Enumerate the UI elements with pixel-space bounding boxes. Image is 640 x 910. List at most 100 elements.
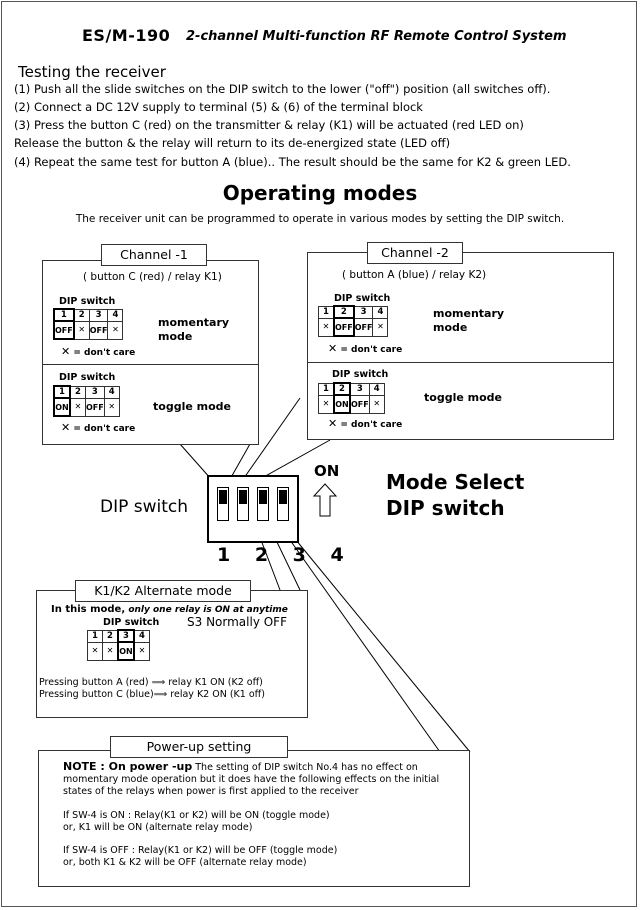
- alternate-press-c: Pressing button C (blue)⟹ relay K2 ON (K…: [39, 689, 265, 700]
- alternate-intro-bold: In this mode,: [51, 604, 126, 615]
- channel-1-momentary-mode: momentary mode: [158, 316, 230, 343]
- channel-1-toggle-dip-label: DIP switch: [59, 372, 116, 383]
- dip-num: 4: [368, 382, 385, 396]
- dip-slot-4: [277, 487, 289, 521]
- dip-value: OFF: [349, 394, 370, 414]
- channel-2-subtitle: ( button A (blue) / relay K2): [342, 269, 487, 281]
- powerup-note-text: The setting of DIP switch No.4 has no ef…: [192, 762, 418, 773]
- dont-care-x-icon: ✕: [69, 397, 86, 417]
- alternate-intro-italic: only one relay is ON at anytime: [128, 605, 288, 615]
- powerup-on-case-2: or, K1 will be ON (alternate relay mode): [63, 822, 253, 833]
- channel-1-box: ( button C (red) / relay K1) DIP switch …: [42, 260, 259, 445]
- dip-knob-2: [239, 490, 247, 504]
- dont-care-x-icon: ✕: [318, 394, 335, 414]
- channel-1-subtitle: ( button C (red) / relay K1): [83, 271, 222, 283]
- dip-value: OFF: [88, 320, 109, 340]
- testing-step-3b: Release the button & the relay will retu…: [14, 136, 451, 150]
- alternate-mode-intro: In this mode, only one relay is ON at an…: [51, 604, 288, 615]
- dip-switch-graphic: [207, 475, 299, 543]
- testing-step-3: (3) Press the button C (red) on the tran…: [14, 118, 524, 132]
- dip-num: 1: [318, 382, 335, 396]
- on-label: ON: [314, 462, 340, 480]
- dip-num: 3: [349, 382, 370, 396]
- dip-slot-3: [257, 487, 269, 521]
- divider: [308, 362, 613, 363]
- dip-value: ON: [117, 641, 135, 661]
- dont-care-x-icon: ✕: [102, 641, 119, 661]
- alternate-mode-box: In this mode, only one relay is ON at an…: [36, 590, 308, 718]
- channel-1-momentary-dip: 1 2 3 4 OFF ✕ OFF ✕: [53, 308, 124, 340]
- channel-2-box: ( button A (blue) / relay K2) DIP switch…: [307, 252, 614, 440]
- testing-step-2: (2) Connect a DC 12V supply to terminal …: [14, 100, 423, 114]
- testing-heading: Testing the receiver: [18, 63, 166, 81]
- channel-1-title: Channel -1: [101, 244, 207, 266]
- channel-1-toggle-dip: 1 2 3 4 ON ✕ OFF ✕: [53, 385, 120, 417]
- channel-2-momentary-dip-label: DIP switch: [334, 293, 391, 304]
- dont-care-x-icon: ✕: [87, 641, 103, 661]
- dip-num: 3: [85, 385, 105, 399]
- product-subtitle: 2-channel Multi-function RF Remote Contr…: [186, 29, 567, 44]
- dip-value: OFF: [353, 317, 374, 337]
- dip-num: 2: [69, 385, 86, 399]
- powerup-off-case-2: or, both K1 & K2 will be OFF (alternate …: [63, 857, 307, 868]
- powerup-title: Power-up setting: [110, 736, 288, 758]
- dip-num: 4: [107, 308, 124, 322]
- dont-care-note: ✕ = don't care: [328, 417, 403, 430]
- dont-care-note: ✕ = don't care: [61, 345, 136, 358]
- alternate-dip: 1 2 3 4 ✕ ✕ ON ✕: [87, 629, 150, 661]
- powerup-off-case-1: If SW-4 is OFF : Relay(K1 or K2) will be…: [63, 845, 338, 856]
- dont-care-x-icon: ✕: [73, 320, 90, 340]
- dip-num: 4: [103, 385, 120, 399]
- channel-1-momentary-dip-label: DIP switch: [59, 296, 116, 307]
- dont-care-text: = don't care: [340, 345, 403, 355]
- dip-value: ON: [333, 394, 351, 414]
- dip-value: OFF: [333, 317, 355, 337]
- dip-num: 3: [88, 308, 109, 322]
- alternate-mode-title: K1/K2 Alternate mode: [75, 580, 251, 602]
- channel-2-toggle-mode: toggle mode: [424, 391, 502, 404]
- dont-care-text: = don't care: [73, 348, 136, 358]
- mode-select-line-2: DIP switch: [386, 496, 505, 520]
- channel-2-momentary-dip: 1 2 3 4 ✕ OFF OFF ✕: [318, 305, 389, 337]
- channel-1-toggle-mode: toggle mode: [153, 400, 231, 413]
- testing-step-1: (1) Push all the slide switches on the D…: [14, 82, 551, 96]
- dip-num: 1: [318, 305, 335, 319]
- dont-care-note: ✕ = don't care: [61, 421, 136, 434]
- dont-care-x-icon: ✕: [107, 320, 124, 340]
- operating-modes-heading: Operating modes: [222, 181, 418, 205]
- s3-note: S3 Normally OFF: [187, 615, 287, 629]
- powerup-line-2: states of the relays when power is first…: [63, 786, 359, 797]
- powerup-line-1: momentary mode operation but it does hav…: [63, 774, 440, 785]
- divider: [43, 364, 258, 365]
- dip-knob-4: [279, 490, 287, 504]
- dont-care-text: = don't care: [73, 424, 136, 434]
- powerup-note: NOTE : On power -up The setting of DIP s…: [63, 761, 418, 774]
- operating-modes-intro: The receiver unit can be programmed to o…: [75, 213, 565, 225]
- dip-num: 2: [333, 305, 355, 319]
- dip-num: 1: [87, 629, 103, 643]
- dont-care-x-icon: ✕: [133, 641, 150, 661]
- channel-2-toggle-dip: 1 2 3 4 ✕ ON OFF ✕: [318, 382, 385, 414]
- dont-care-x-icon: ✕: [372, 317, 389, 337]
- channel-2-toggle-dip-label: DIP switch: [332, 369, 389, 380]
- dip-value: OFF: [85, 397, 105, 417]
- dip-num: 2: [333, 382, 351, 396]
- channel-2-momentary-mode: momentary mode: [433, 307, 505, 334]
- dip-value: OFF: [53, 320, 75, 340]
- dip-slot-2: [237, 487, 249, 521]
- dip-num: 3: [353, 305, 374, 319]
- mode-select-title: Mode Select DIP switch: [386, 469, 524, 521]
- alternate-dip-label: DIP switch: [103, 617, 160, 628]
- dip-num: 1: [53, 308, 75, 322]
- dip-slot-1: [217, 487, 229, 521]
- dip-knob-3: [259, 490, 267, 504]
- powerup-box: NOTE : On power -up The setting of DIP s…: [38, 750, 470, 887]
- alternate-press-a: Pressing button A (red) ⟹ relay K1 ON (K…: [39, 677, 263, 688]
- dip-switch-label: DIP switch: [100, 497, 189, 517]
- dip-knob-1: [219, 490, 227, 504]
- model-title: ES/M-190: [82, 26, 171, 45]
- dont-care-x-icon: ✕: [318, 317, 335, 337]
- powerup-on-case-1: If SW-4 is ON : Relay(K1 or K2) will be …: [63, 810, 330, 821]
- dont-care-x-icon: ✕: [368, 394, 385, 414]
